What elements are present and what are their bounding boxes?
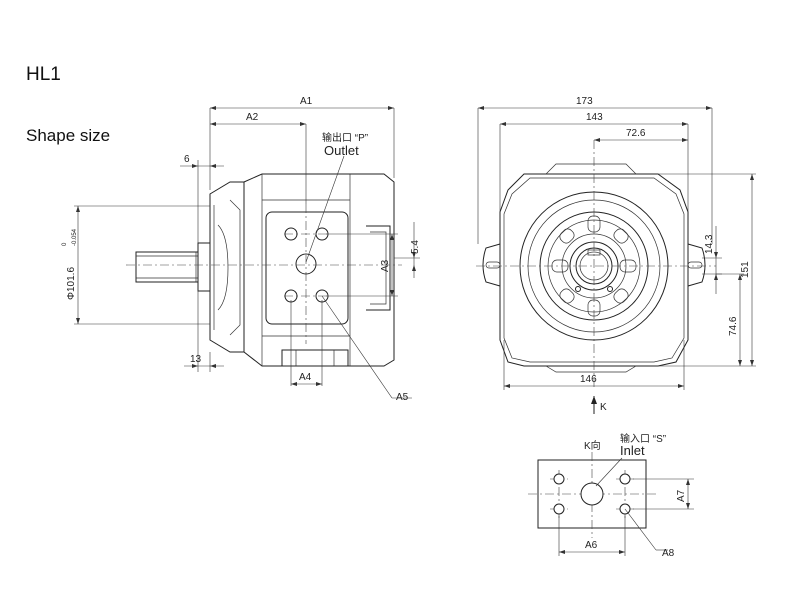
dim-13: 13 bbox=[190, 354, 202, 365]
dim-151: 151 bbox=[740, 261, 751, 278]
inlet-label-en: Inlet bbox=[620, 443, 645, 458]
dim-6: 6 bbox=[184, 154, 190, 165]
inlet-label-cn: 输入口 “S” bbox=[620, 432, 666, 445]
dim-shaft-diameter: Φ101.6 bbox=[66, 267, 77, 300]
dim-a3: A3 bbox=[380, 259, 391, 272]
dim-a8: A8 bbox=[662, 548, 675, 559]
dim-146: 146 bbox=[580, 374, 597, 385]
dim-a1: A1 bbox=[300, 96, 313, 107]
dim-a2: A2 bbox=[246, 112, 259, 123]
k-view-title: K向 bbox=[584, 439, 601, 452]
front-flange bbox=[209, 181, 245, 353]
k-view: K向 输入口 “S” Inlet bbox=[528, 432, 694, 559]
dim-72-6: 72.6 bbox=[626, 128, 646, 139]
dim-a7: A7 bbox=[676, 489, 687, 502]
dim-5-4: 5.4 bbox=[410, 240, 421, 254]
dim-74-6: 74.6 bbox=[728, 316, 739, 336]
shaft bbox=[135, 251, 199, 283]
dim-173: 173 bbox=[576, 96, 593, 107]
outlet-label-cn: 输出口 “P” bbox=[322, 131, 368, 144]
tolerance-upper: 0 bbox=[62, 242, 68, 246]
dim-a4: A4 bbox=[299, 372, 312, 383]
dim-14-3: 14.3 bbox=[704, 234, 715, 254]
side-view: A1 A2 6 13 Φ101.6 bbox=[62, 96, 421, 403]
pump-body bbox=[243, 173, 395, 367]
outlet-label-en: Outlet bbox=[324, 143, 359, 158]
dim-a5: A5 bbox=[396, 392, 409, 403]
drawing-title: HL1 bbox=[26, 64, 61, 85]
tolerance-lower: -0.054 bbox=[72, 228, 78, 246]
drawing-subtitle: Shape size bbox=[26, 126, 111, 145]
dim-143: 143 bbox=[586, 112, 603, 123]
dim-a6: A6 bbox=[585, 540, 598, 551]
k-direction-label: K bbox=[600, 402, 607, 413]
pilot-boss bbox=[197, 242, 211, 292]
front-view: 173 143 72.6 146 1 bbox=[476, 96, 756, 414]
